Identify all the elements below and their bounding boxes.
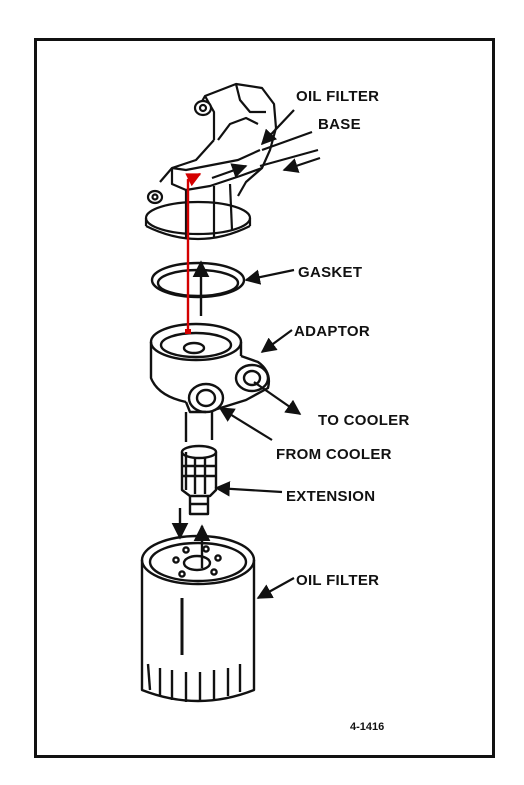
label-adaptor: ADAPTOR [294, 323, 370, 340]
diagram-frame [34, 38, 495, 758]
label-gasket: GASKET [298, 264, 362, 281]
gasket [150, 261, 246, 299]
label-to-cooler: TO COOLER [318, 412, 410, 429]
adaptor [149, 322, 271, 414]
highlight-flow-path [185, 172, 202, 334]
label-oil-filter-base-line2: BASE [318, 116, 361, 133]
figure-number: 4-1416 [350, 721, 384, 733]
label-oil-filter: OIL FILTER [296, 572, 379, 589]
label-oil-filter-base-line1: OIL FILTER [296, 88, 379, 105]
oil-filter [140, 534, 256, 703]
oil-filter-base [144, 82, 319, 240]
base-flow-arrows [211, 156, 321, 180]
label-extension: EXTENSION [286, 488, 375, 505]
leader-lines [214, 109, 302, 599]
extension [180, 444, 218, 516]
label-from-cooler: FROM COOLER [276, 446, 392, 463]
filter-flow-arrows [171, 412, 214, 568]
